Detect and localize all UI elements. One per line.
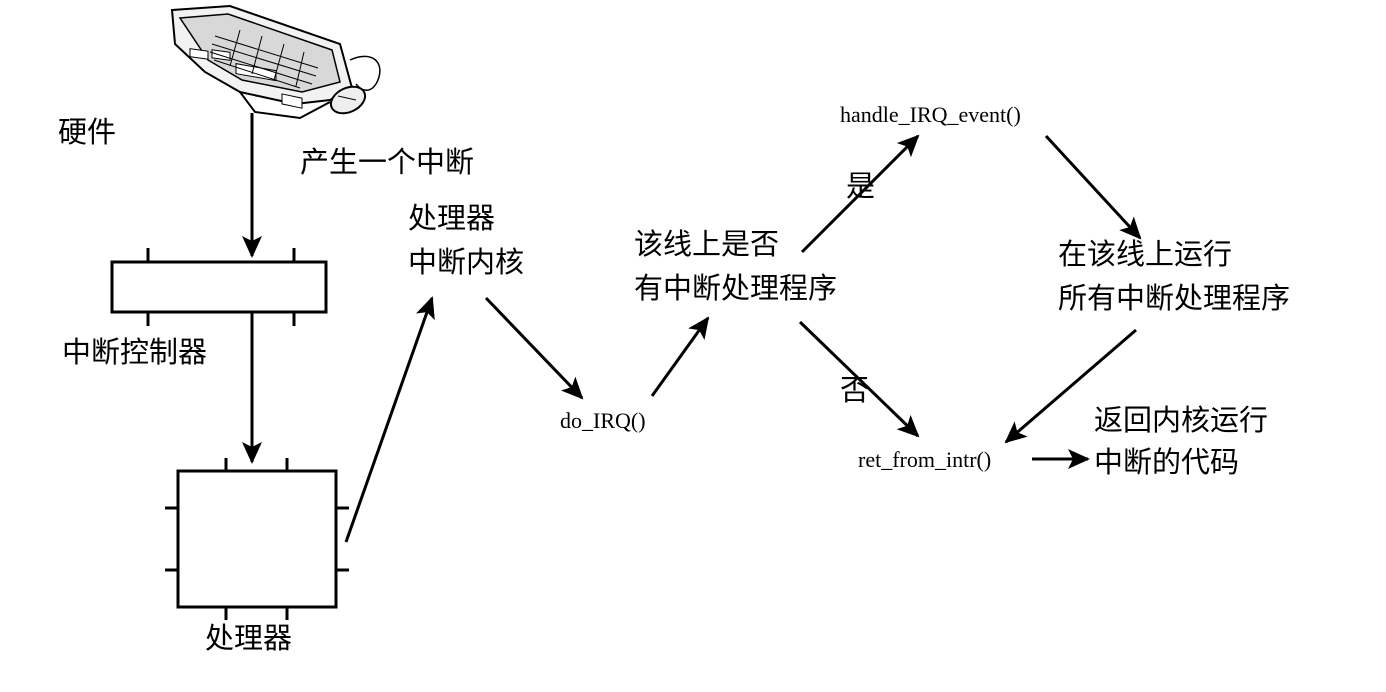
arrow-processor-to-kernel xyxy=(344,296,435,543)
label-do-irq: do_IRQ() xyxy=(560,408,646,433)
label-ret-from-intr: ret_from_intr() xyxy=(858,447,991,472)
arrow-decision-yes xyxy=(800,134,920,254)
label-yes: 是 xyxy=(846,169,875,203)
label-processor: 处理器 xyxy=(205,621,292,655)
label-has-handler-1: 该线上是否 xyxy=(634,227,779,261)
label-no: 否 xyxy=(840,373,869,407)
label-run-all-2: 所有中断处理程序 xyxy=(1058,281,1290,315)
arrow-kernel-to-do-irq xyxy=(484,296,584,400)
processor-chip xyxy=(165,458,349,620)
label-interrupt-controller: 中断控制器 xyxy=(62,335,207,369)
arrow-decision-no xyxy=(798,320,920,438)
label-processor-kernel-1: 处理器 xyxy=(408,201,495,235)
label-handle-irq-event: handle_IRQ_event() xyxy=(840,102,1021,127)
arrow-run-all-to-ret xyxy=(1004,328,1137,444)
keyboard-mouse-icon xyxy=(170,4,381,120)
arrow-handle-to-run-all xyxy=(1044,134,1142,240)
interrupt-controller-chip xyxy=(110,248,328,326)
label-hardware: 硬件 xyxy=(58,115,116,149)
label-processor-kernel-2: 中断内核 xyxy=(408,245,524,279)
label-return-kernel-2: 中断的代码 xyxy=(1094,445,1239,479)
label-return-kernel-1: 返回内核运行 xyxy=(1094,403,1268,437)
arrow-do-irq-to-decision xyxy=(650,316,710,397)
label-has-handler-2: 有中断处理程序 xyxy=(634,271,837,305)
label-generate-interrupt: 产生一个中断 xyxy=(300,145,474,179)
label-run-all-1: 在该线上运行 xyxy=(1058,237,1232,271)
